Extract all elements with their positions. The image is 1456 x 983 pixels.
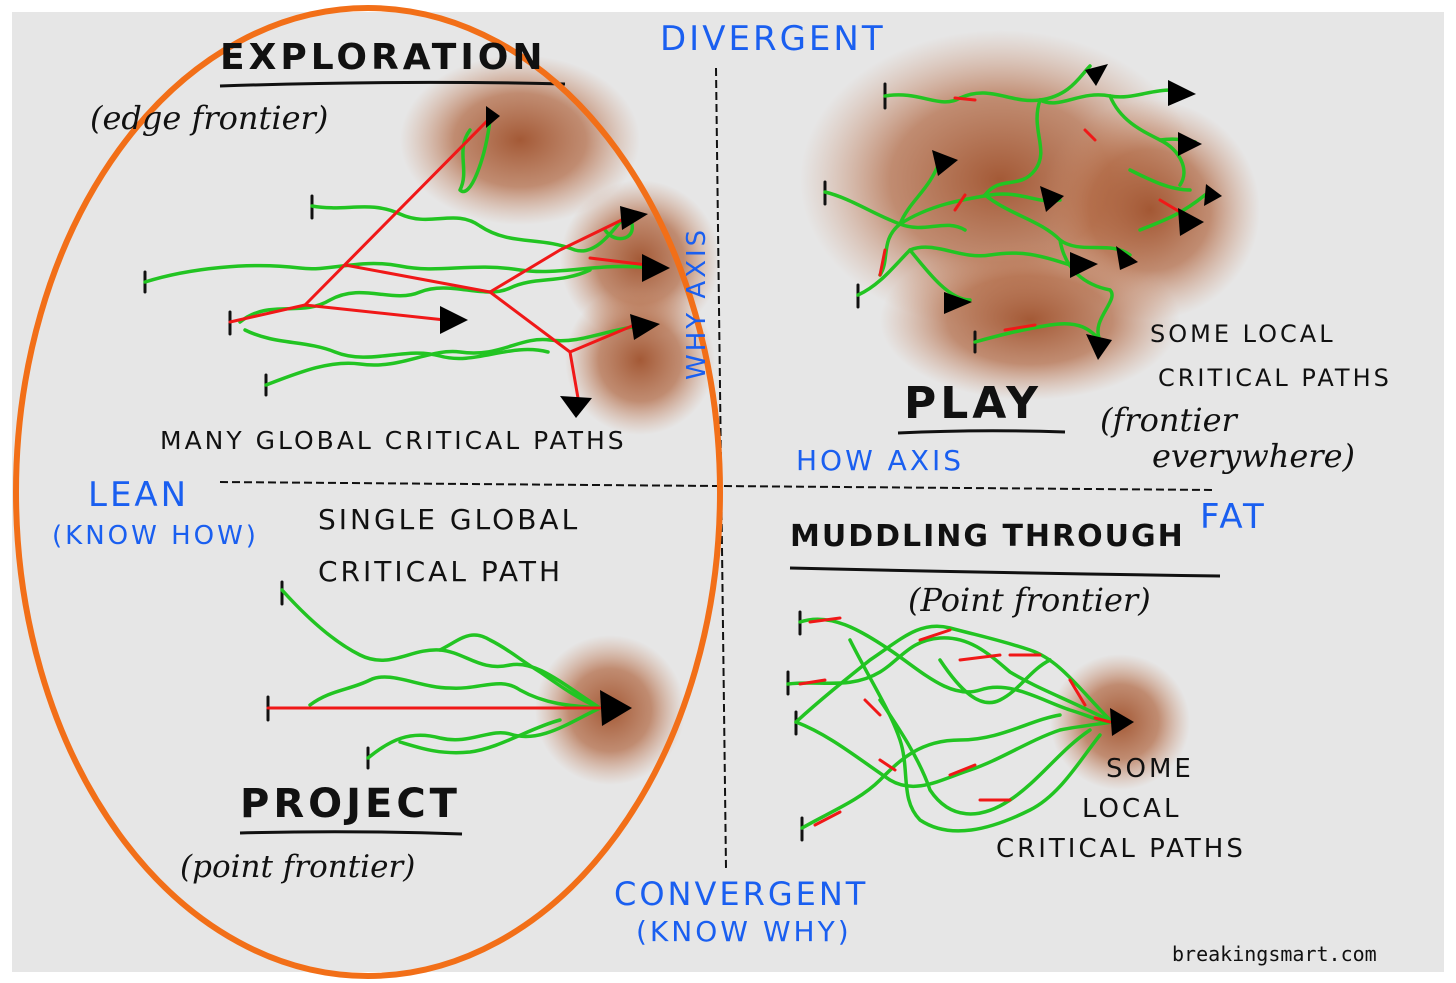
- axis-label-know-why: (KNOW WHY): [636, 915, 852, 948]
- axis-label-lean: LEAN: [88, 475, 190, 515]
- axis-label-convergent: CONVERGENT: [614, 875, 869, 913]
- exploration-frontier-low: [565, 285, 715, 435]
- project-title: PROJECT: [240, 781, 461, 827]
- axis-label-know-how: (KNOW HOW): [52, 521, 259, 551]
- exploration-caption: MANY GLOBAL CRITICAL PATHS: [160, 426, 627, 455]
- exploration-title: EXPLORATION: [220, 37, 547, 78]
- play-frontier-c: [880, 240, 1180, 400]
- axis-label-divergent: DIVERGENT: [660, 19, 886, 59]
- muddling-subtitle: (Point frontier): [908, 581, 1151, 619]
- play-subtitle-line1: (frontier: [1100, 401, 1237, 439]
- muddling-caption-line2: LOCAL: [1082, 794, 1182, 824]
- play-underline: [897, 429, 1066, 435]
- play-caption-line1: SOME LOCAL: [1150, 320, 1336, 348]
- muddling-paths: [786, 610, 1134, 842]
- muddling-caption-line3: CRITICAL PATHS: [996, 834, 1246, 864]
- title-underlines: [219, 80, 1221, 836]
- play-caption-line2: CRITICAL PATHS: [1158, 364, 1392, 392]
- axis-label-fat: FAT: [1200, 497, 1267, 537]
- project-caption-line1: SINGLE GLOBAL: [318, 503, 581, 536]
- muddling-underline: [789, 566, 1221, 578]
- axis-label-why-axis: WHY AXIS: [682, 226, 712, 380]
- frontier-clouds: [400, 30, 1260, 790]
- project-caption-line2: CRITICAL PATH: [318, 555, 564, 588]
- exploration-underline: [219, 80, 566, 88]
- exploration-frontier-top: [400, 55, 640, 225]
- credit-text: breakingsmart.com: [1172, 942, 1377, 966]
- project-paths: [266, 580, 632, 770]
- exploration-subtitle: (edge frontier): [90, 99, 329, 137]
- muddling-caption-line1: SOME: [1106, 754, 1194, 784]
- axis-label-how-axis: HOW AXIS: [796, 444, 965, 477]
- project-subtitle: (point frontier): [180, 849, 416, 885]
- exploration-paths: [143, 106, 670, 418]
- highlight-ellipse: [13, 5, 723, 979]
- play-title: PLAY: [904, 378, 1042, 429]
- muddling-title: MUDDLING THROUGH: [790, 519, 1185, 554]
- play-subtitle-line2: everywhere): [1152, 437, 1355, 475]
- project-underline: [239, 830, 463, 836]
- play-paths: [823, 64, 1222, 360]
